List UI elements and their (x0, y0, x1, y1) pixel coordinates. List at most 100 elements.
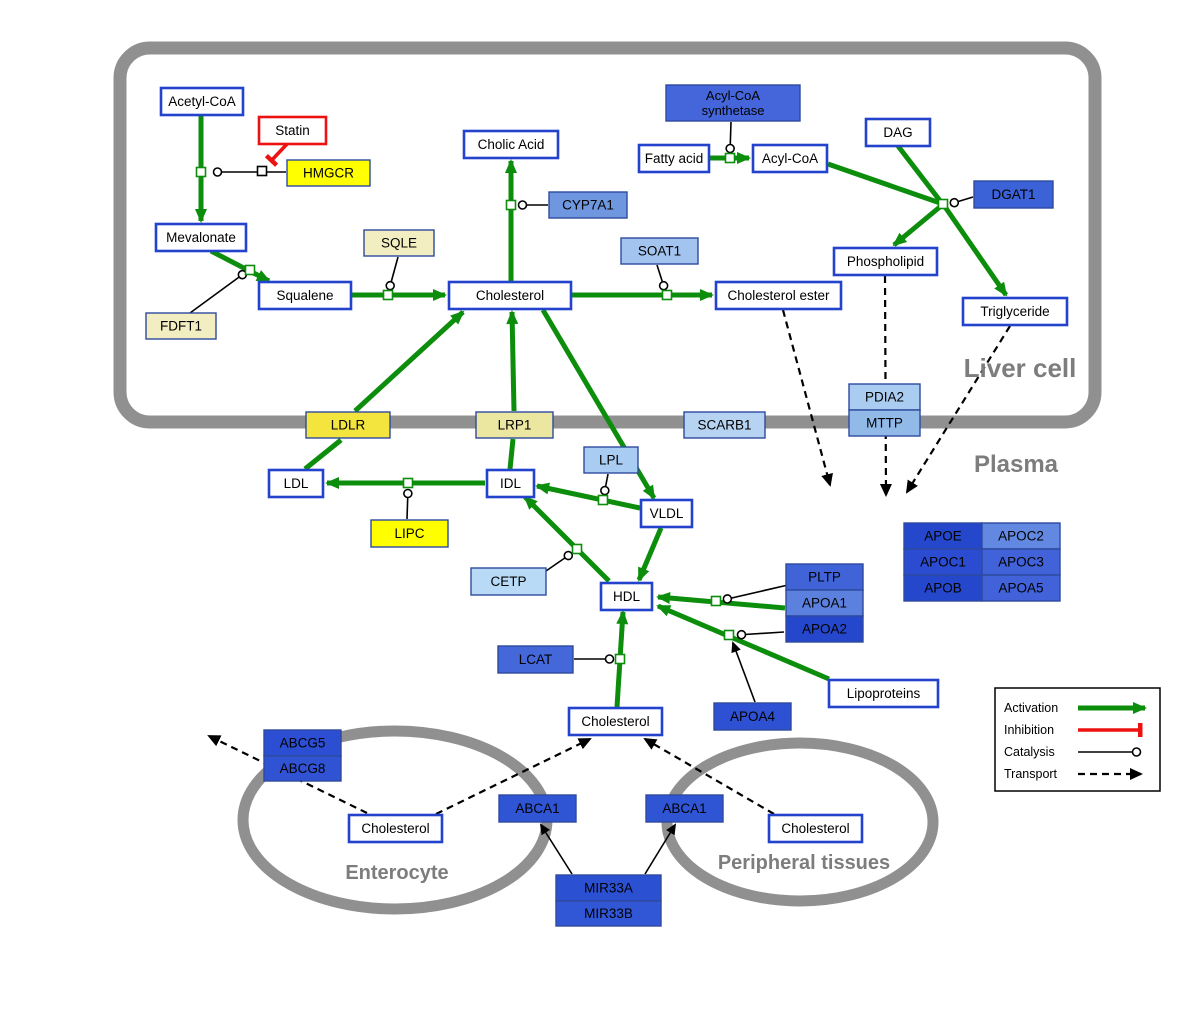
node-fdft1[interactable]: FDFT1 (145, 312, 217, 340)
node-abca1-enterocyte[interactable]: ABCA1 (498, 794, 577, 823)
node-cholesterol-enterocyte[interactable]: Cholesterol (347, 813, 444, 844)
node-abca1-peripheral[interactable]: ABCA1 (645, 794, 724, 823)
node-label: MIR33B (584, 906, 633, 921)
edge-act-16 (523, 495, 611, 583)
node-pltp[interactable]: PLTP (785, 563, 864, 591)
node-label: Lipoproteins (847, 686, 921, 701)
edge-act-7 (896, 144, 943, 204)
node-cholic-acid[interactable]: Cholic Acid (462, 129, 560, 160)
node-acyl-coa[interactable]: Acyl-CoA (751, 143, 829, 174)
node-lpl[interactable]: LPL (583, 446, 639, 474)
edge-cat-31 (545, 550, 574, 572)
node-apob[interactable]: APOB (903, 574, 983, 602)
node-acetyl-coa[interactable]: Acetyl-CoA (159, 86, 245, 117)
node-label: CETP (490, 574, 526, 589)
node-label: Statin (275, 123, 310, 138)
edge-act-8 (892, 204, 943, 247)
node-label: Cholic Acid (478, 137, 545, 152)
node-mttp[interactable]: MTTP (848, 409, 921, 437)
legend-label-cat: Catalysis (1004, 745, 1055, 759)
node-apoc3[interactable]: APOC3 (981, 548, 1061, 576)
node-fatty-acid[interactable]: Fatty acid (637, 143, 711, 174)
node-lrp1[interactable]: LRP1 (475, 411, 554, 439)
edge-act-12 (506, 310, 519, 412)
node-label: Cholesterol (361, 821, 429, 836)
node-lcat[interactable]: LCAT (497, 645, 574, 674)
node-vldl[interactable]: VLDL (639, 498, 694, 529)
node-squalene[interactable]: Squalene (257, 280, 353, 311)
legend-label-act: Activation (1004, 701, 1058, 715)
edge-cat-33 (722, 584, 789, 604)
node-mir33a[interactable]: MIR33A (555, 874, 662, 902)
reaction-node (614, 653, 626, 665)
node-hdl[interactable]: HDL (599, 581, 654, 612)
node-label: ABCG8 (280, 761, 326, 776)
node-apoc1[interactable]: APOC1 (903, 548, 983, 576)
edge-act-11 (507, 438, 516, 470)
node-label: Phospholipid (847, 254, 924, 269)
node-phospholipid[interactable]: Phospholipid (832, 246, 939, 277)
node-apoa5[interactable]: APOA5 (981, 574, 1061, 602)
node-label: LDL (284, 476, 309, 491)
node-apoa1[interactable]: APOA1 (785, 589, 864, 617)
node-label: PDIA2 (865, 390, 904, 405)
edge-cat-28 (949, 196, 974, 208)
node-label: SCARB1 (697, 418, 751, 433)
node-label: APOA2 (802, 622, 847, 637)
node-label: Cholesterol (581, 714, 649, 729)
node-ldl[interactable]: LDL (267, 468, 325, 499)
node-label: APOA1 (802, 596, 847, 611)
reaction-node (571, 543, 583, 555)
edge-cat-34 (736, 629, 785, 640)
node-soat1[interactable]: SOAT1 (620, 237, 699, 265)
node-triglyceride[interactable]: Triglyceride (961, 296, 1069, 327)
edge-arr-36 (539, 823, 573, 875)
node-scarb1[interactable]: SCARB1 (683, 411, 766, 439)
node-label: Squalene (276, 288, 333, 303)
edge-trans-42 (643, 737, 775, 815)
edge-act-17 (636, 527, 664, 582)
edge-cat-24 (385, 256, 399, 291)
node-lipoproteins[interactable]: Lipoproteins (827, 678, 940, 709)
node-cholesterol-peripheral[interactable]: Cholesterol (767, 813, 864, 844)
node-label: HDL (613, 589, 640, 604)
edge-act-1 (209, 248, 271, 284)
node-abcg5[interactable]: ABCG5 (263, 729, 342, 757)
node-label: DAG (883, 125, 912, 140)
node-dag[interactable]: DAG (864, 117, 932, 148)
node-idl[interactable]: IDL (485, 468, 536, 499)
node-apoa4[interactable]: APOA4 (713, 702, 792, 731)
node-ldlr[interactable]: LDLR (305, 411, 391, 439)
node-apoc2[interactable]: APOC2 (981, 522, 1061, 550)
node-label: IDL (500, 476, 522, 491)
node-cholesterol-liver[interactable]: Cholesterol (447, 280, 573, 311)
node-sqle[interactable]: SQLE (363, 229, 435, 257)
node-statin[interactable]: Statin (257, 115, 328, 146)
reaction-node (723, 629, 735, 641)
node-cholesterol-ester[interactable]: Cholesterol ester (714, 280, 843, 311)
node-apoe[interactable]: APOE (903, 522, 983, 550)
node-label: SQLE (381, 236, 417, 251)
node-lipc[interactable]: LIPC (370, 519, 449, 548)
node-cyp7a1[interactable]: CYP7A1 (548, 191, 628, 219)
legend-label-trans: Transport (1004, 767, 1058, 781)
node-cholesterol-plasma[interactable]: Cholesterol (567, 706, 664, 737)
edge-act-18 (656, 592, 786, 611)
node-mir33b[interactable]: MIR33B (555, 900, 662, 927)
node-label: Cholesterol (476, 288, 544, 303)
node-abcg8[interactable]: ABCG8 (263, 755, 342, 782)
region-label-enterocyte: Enterocyte (345, 862, 448, 884)
node-label: Triglyceride (980, 304, 1049, 319)
reaction-node (937, 198, 949, 210)
node-pdia2[interactable]: PDIA2 (848, 383, 921, 411)
node-cetp[interactable]: CETP (470, 567, 547, 596)
node-label: MIR33A (584, 881, 633, 896)
node-apoa2[interactable]: APOA2 (785, 615, 864, 643)
node-hmgcr[interactable]: HMGCR (286, 159, 371, 187)
reaction-node (597, 494, 609, 506)
node-dgat1[interactable]: DGAT1 (973, 180, 1054, 209)
node-mevalonate[interactable]: Mevalonate (154, 222, 248, 253)
